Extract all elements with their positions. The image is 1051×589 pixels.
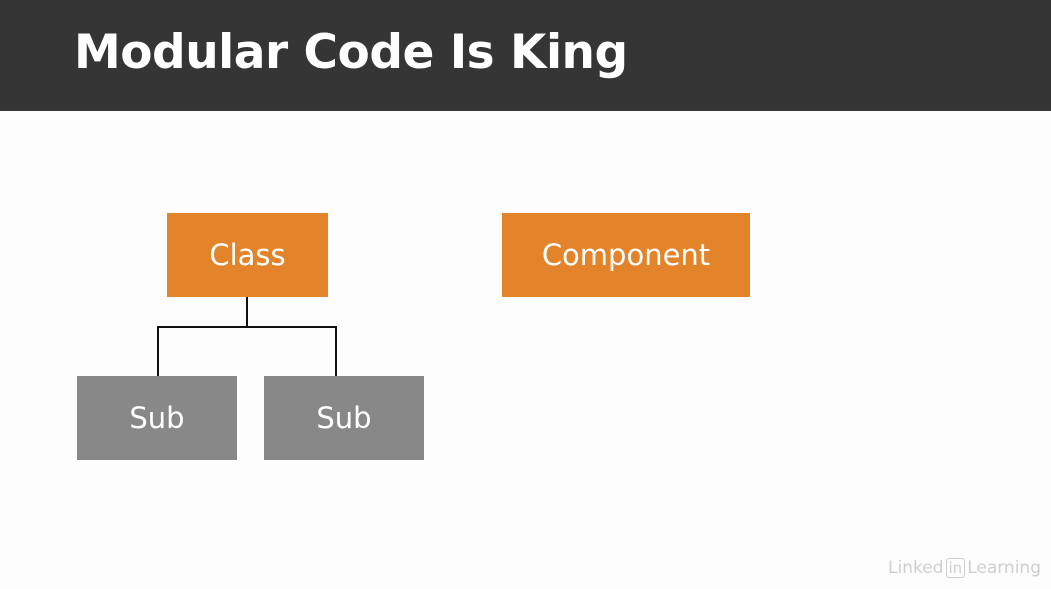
connector-right-branch [247, 326, 337, 376]
sub-left-label: Sub [129, 400, 185, 435]
watermark-linked: Linked [888, 558, 944, 578]
slide-title: Modular Code Is King [74, 25, 628, 80]
linkedin-learning-watermark: Linked in Learning [888, 558, 1041, 578]
sub-right-label: Sub [316, 400, 372, 435]
component-box: Component [502, 213, 750, 297]
title-bar: Modular Code Is King [0, 0, 1051, 111]
watermark-learning: Learning [967, 558, 1041, 578]
component-label: Component [541, 237, 711, 272]
class-box: Class [167, 213, 328, 297]
watermark-in-logo: in [945, 558, 966, 578]
connector-left-branch [157, 297, 248, 376]
sub-box-right: Sub [264, 376, 424, 460]
class-label: Class [209, 237, 286, 272]
sub-box-left: Sub [77, 376, 237, 460]
